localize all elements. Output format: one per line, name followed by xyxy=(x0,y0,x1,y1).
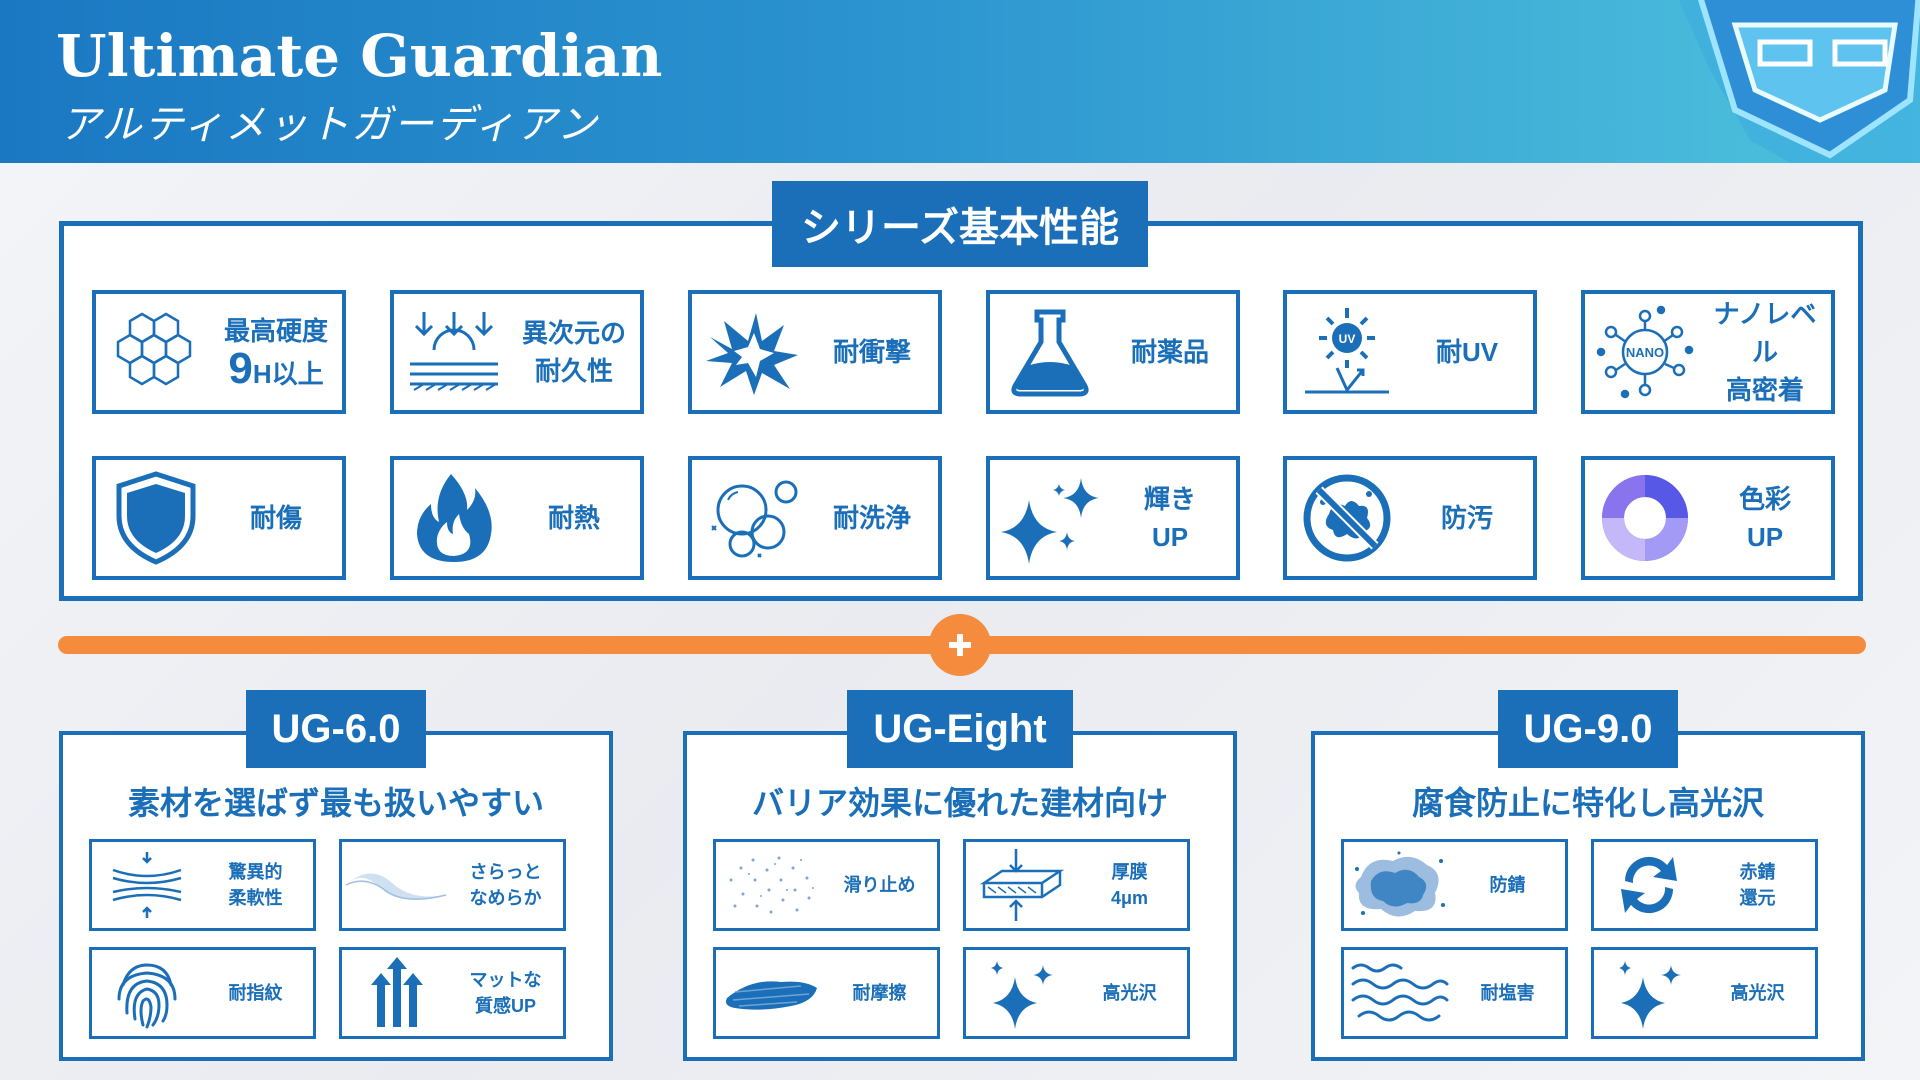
nano-molecule-icon: NANO xyxy=(1585,294,1705,410)
feature-label: マットな 質感UP xyxy=(469,970,542,1016)
product-feature: 高光沢 xyxy=(963,947,1190,1039)
rust-icon xyxy=(1344,842,1454,928)
plus-icon xyxy=(929,614,991,676)
feature-label: 耐洗浄 xyxy=(832,503,911,533)
sparkle-icon xyxy=(1594,950,1704,1036)
feature-label: 耐薬品 xyxy=(1130,337,1209,367)
product-feature: 高光沢 xyxy=(1591,947,1818,1039)
product-name: UG-6.0 xyxy=(246,690,426,768)
series-performance-panel xyxy=(59,221,1863,601)
scratch-brush-icon xyxy=(716,950,826,1036)
svg-text:UV: UV xyxy=(1339,332,1356,346)
feature-label: 高光沢 xyxy=(1730,983,1785,1003)
product-name: UG-Eight xyxy=(847,690,1073,768)
feature-scratch: 耐傷 xyxy=(92,456,346,580)
feature-impact: 耐衝撃 xyxy=(688,290,942,414)
silk-icon xyxy=(342,842,452,928)
brand-title-en: Ultimate Guardian xyxy=(56,22,663,90)
feature-label: 色彩 UP xyxy=(1738,484,1791,552)
feature-shine: 輝き UP xyxy=(986,456,1240,580)
bubbles-icon xyxy=(692,460,812,576)
feature-hardness: 最高硬度 9H以上 xyxy=(92,290,346,414)
shield-icon xyxy=(96,460,216,576)
feature-heat: 耐熱 xyxy=(390,456,644,580)
product-feature: 耐指紋 xyxy=(89,947,316,1039)
thick-film-icon xyxy=(966,842,1076,928)
feature-label: 異次元の 耐久性 xyxy=(521,318,626,386)
feature-durability: 異次元の 耐久性 xyxy=(390,290,644,414)
flame-icon xyxy=(394,460,514,576)
honeycomb-icon xyxy=(96,294,216,410)
product-tagline: バリア効果に優れた建材向け xyxy=(751,785,1168,821)
product-feature: 驚異的 柔軟性 xyxy=(89,839,316,931)
product-feature: さらっと なめらか xyxy=(339,839,566,931)
impact-surface-icon xyxy=(394,294,514,410)
waves-icon xyxy=(1344,950,1454,1036)
feature-label: 輝き UP xyxy=(1143,484,1196,552)
feature-label: 高光沢 xyxy=(1102,983,1157,1003)
product-feature: 赤錆 還元 xyxy=(1591,839,1818,931)
feature-chemical: 耐薬品 xyxy=(986,290,1240,414)
dots-texture-icon xyxy=(716,842,826,928)
feature-label: 最高硬度 9H以上 xyxy=(223,315,328,393)
feature-label: 耐摩擦 xyxy=(852,983,907,1003)
feature-color: 色彩 UP xyxy=(1581,456,1835,580)
flex-lines-icon xyxy=(92,842,202,928)
feature-label: 耐熱 xyxy=(547,503,600,533)
feature-label: 耐指紋 xyxy=(228,983,283,1003)
feature-label: 防汚 xyxy=(1440,503,1493,533)
product-feature: マットな 質感UP xyxy=(339,947,566,1039)
product-feature: 滑り止め xyxy=(713,839,940,931)
feature-uv: UV 耐UV xyxy=(1283,290,1537,414)
product-name: UG-9.0 xyxy=(1498,690,1678,768)
arrows-up-icon xyxy=(342,950,452,1036)
feature-label: 耐衝撃 xyxy=(832,337,911,367)
series-title: シリーズ基本性能 xyxy=(772,181,1148,267)
feature-label: 滑り止め xyxy=(843,875,916,895)
product-feature: 耐摩擦 xyxy=(713,947,940,1039)
feature-nano: NANO ナノレベル 高密着 xyxy=(1581,290,1835,414)
color-ring-icon xyxy=(1585,460,1705,576)
feature-label: 耐UV xyxy=(1435,337,1499,367)
product-tagline: 腐食防止に特化し高光沢 xyxy=(1411,785,1764,821)
cycle-arrows-icon xyxy=(1594,842,1704,928)
uv-sun-icon: UV xyxy=(1287,294,1407,410)
burst-icon xyxy=(692,294,812,410)
header-banner: Ultimate Guardian アルティメットガーディアン xyxy=(0,0,1920,163)
feature-antifouling: 防汚 xyxy=(1283,456,1537,580)
feature-label: 厚膜 4μm xyxy=(1110,862,1149,908)
product-feature: 防錆 xyxy=(1341,839,1568,931)
product-feature: 厚膜 4μm xyxy=(963,839,1190,931)
product-tagline: 素材を選ばず最も扱いやすい xyxy=(127,785,544,821)
feature-label: 耐塩害 xyxy=(1480,983,1535,1003)
fingerprint-icon xyxy=(92,950,202,1036)
feature-label: 耐傷 xyxy=(249,503,302,533)
brand-title-ja: アルティメットガーディアン xyxy=(60,102,599,148)
svg-text:NANO: NANO xyxy=(1626,345,1664,360)
sparkle-icon xyxy=(990,460,1110,576)
sparkle-icon xyxy=(966,950,1076,1036)
feature-label: さらっと なめらか xyxy=(469,862,542,908)
feature-label: 防錆 xyxy=(1489,875,1526,895)
no-dirt-icon xyxy=(1287,460,1407,576)
feature-label: 赤錆 還元 xyxy=(1739,862,1776,908)
feature-label: ナノレベル 高密着 xyxy=(1713,299,1817,405)
shield-logo-icon xyxy=(1678,0,1920,163)
product-feature: 耐塩害 xyxy=(1341,947,1568,1039)
feature-wash: 耐洗浄 xyxy=(688,456,942,580)
flask-icon xyxy=(990,294,1110,410)
feature-label: 驚異的 柔軟性 xyxy=(228,862,283,908)
